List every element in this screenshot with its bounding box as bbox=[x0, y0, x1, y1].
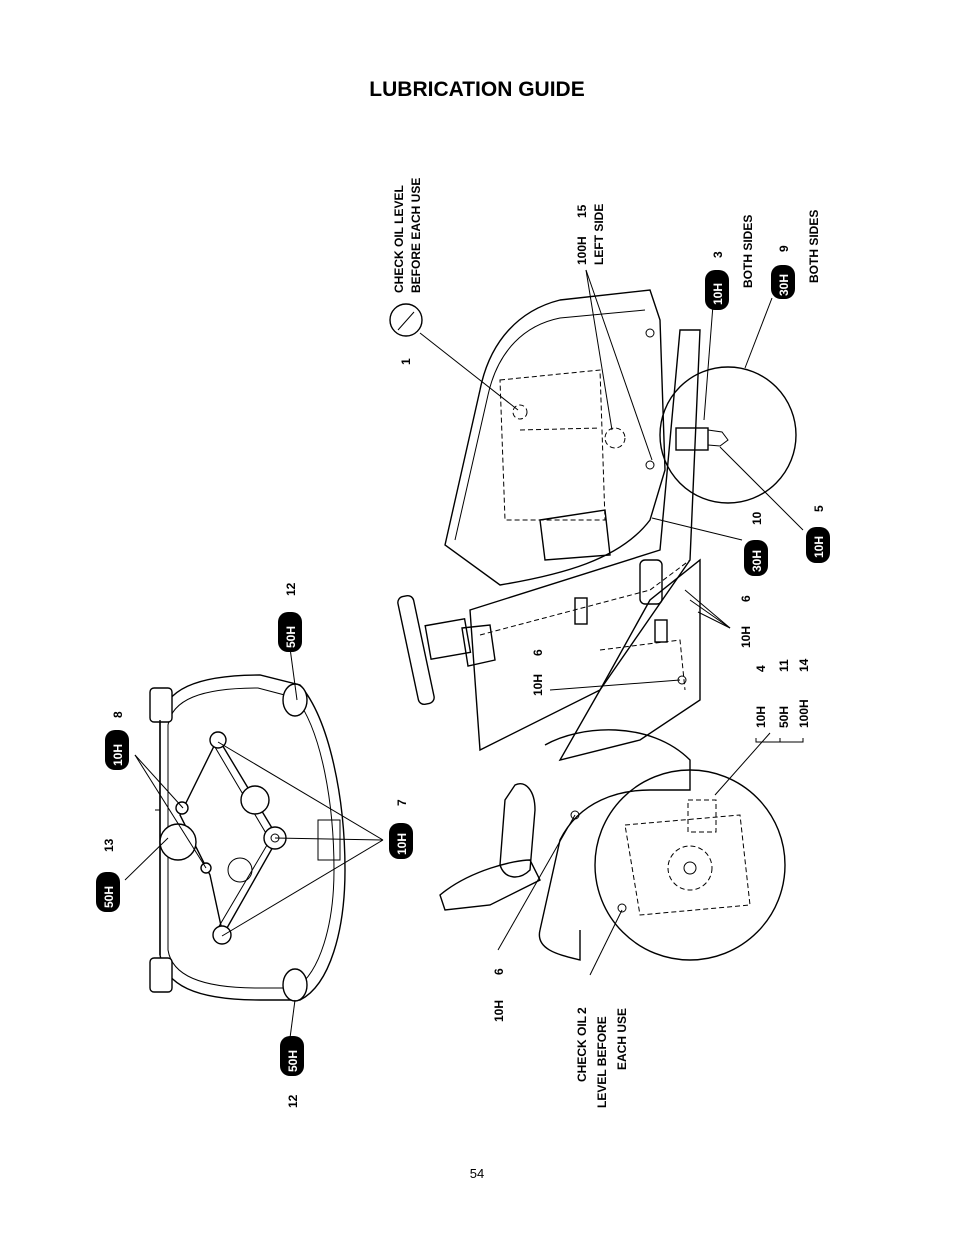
callout-3-interval: 10H bbox=[711, 283, 725, 305]
grease-interval-badge bbox=[806, 527, 830, 563]
callout-2-label-line2: LEVEL BEFORE bbox=[595, 1016, 609, 1108]
callout-14-interval: 100H bbox=[797, 699, 811, 728]
callout-group-4-11-14: 10H 4 50H 11 100H 14 bbox=[754, 658, 811, 728]
grease-interval-badge bbox=[280, 1036, 304, 1076]
callout-6-frame-interval: 10H bbox=[739, 626, 753, 648]
callout-6-steering: 10H 6 bbox=[531, 649, 545, 696]
callout-12-bottom-interval: 50H bbox=[286, 1050, 300, 1072]
callout-15: 100H 15 LEFT SIDE bbox=[575, 204, 606, 265]
callout-1-label-line2: BEFORE EACH USE bbox=[409, 178, 423, 293]
callout-7: 10H 7 bbox=[389, 799, 413, 859]
callout-6-steering-number: 6 bbox=[531, 649, 545, 656]
callout-5: 10H 5 bbox=[806, 505, 830, 563]
callout-9-interval: 30H bbox=[777, 274, 791, 296]
callout-6-frame-number: 6 bbox=[739, 595, 753, 602]
grease-interval-badge bbox=[705, 270, 729, 310]
callout-15-number: 15 bbox=[575, 204, 589, 218]
callout-14-number: 14 bbox=[797, 658, 811, 672]
callout-9-note: BOTH SIDES bbox=[807, 210, 821, 283]
callout-1-label-line1: CHECK OIL LEVEL bbox=[392, 185, 406, 293]
callout-9-number: 9 bbox=[777, 245, 791, 252]
callout-11-number: 11 bbox=[777, 659, 791, 672]
callout-7-interval: 10H bbox=[395, 833, 409, 855]
callout-6-seat-interval: 10H bbox=[492, 1000, 506, 1022]
callout-1: 1 CHECK OIL LEVEL BEFORE EACH USE bbox=[389, 178, 423, 365]
callout-12-top: 50H 12 bbox=[278, 582, 302, 652]
callout-12-top-number: 12 bbox=[284, 582, 298, 596]
callout-4-interval: 10H bbox=[754, 706, 768, 728]
callout-12-top-interval: 50H bbox=[284, 626, 298, 648]
oil-dipstick-icon bbox=[389, 303, 423, 337]
callout-12-bottom-number: 12 bbox=[286, 1094, 300, 1108]
tractor-drawing bbox=[397, 289, 797, 961]
page-number: 54 bbox=[469, 1166, 485, 1181]
grease-interval-badge bbox=[744, 540, 768, 576]
callout-5-number: 5 bbox=[812, 505, 826, 512]
grease-interval-badge bbox=[278, 612, 302, 652]
callout-9: 30H 9 BOTH SIDES bbox=[771, 210, 821, 299]
callout-7-number: 7 bbox=[395, 799, 409, 806]
grease-interval-badge bbox=[389, 823, 413, 859]
grease-interval-badge bbox=[105, 730, 129, 770]
callout-13: 50H 13 bbox=[96, 838, 120, 912]
callout-1-number: 1 bbox=[399, 358, 413, 365]
callout-2-number: 2 bbox=[575, 1007, 589, 1014]
callout-2-label-line1: CHECK OIL bbox=[575, 1016, 589, 1082]
callout-10: 30H 10 bbox=[744, 511, 768, 576]
callout-5-interval: 10H bbox=[812, 536, 826, 558]
callout-15-interval: 100H bbox=[575, 236, 589, 265]
callout-3-number: 3 bbox=[711, 251, 725, 258]
callout-13-interval: 50H bbox=[102, 886, 116, 908]
callout-15-note: LEFT SIDE bbox=[592, 204, 606, 265]
callout-2: 2 CHECK OIL LEVEL BEFORE EACH USE bbox=[575, 1007, 629, 1108]
callout-11-interval: 50H bbox=[777, 706, 791, 728]
callout-3-note: BOTH SIDES bbox=[741, 215, 755, 288]
callout-10-interval: 30H bbox=[750, 550, 764, 572]
callout-4-number: 4 bbox=[754, 665, 768, 672]
callout-8: 10H 8 bbox=[105, 711, 129, 770]
callout-6-seat-number: 6 bbox=[492, 968, 506, 975]
callout-2-label-line3: EACH USE bbox=[615, 1008, 629, 1070]
mower-deck-drawing bbox=[149, 674, 346, 1002]
callout-13-number: 13 bbox=[102, 838, 116, 852]
callout-8-interval: 10H bbox=[111, 744, 125, 766]
leader-lines bbox=[124, 269, 804, 1039]
callout-6-seat: 10H 6 bbox=[492, 968, 506, 1022]
callout-10-number: 10 bbox=[750, 511, 764, 525]
callout-6-frame: 10H 6 bbox=[739, 595, 753, 648]
callout-6-steering-interval: 10H bbox=[531, 674, 545, 696]
grease-interval-badge bbox=[771, 265, 795, 299]
callout-12-bottom: 50H 12 bbox=[280, 1036, 304, 1108]
grease-interval-badge bbox=[96, 872, 120, 912]
callout-3: 10H 3 BOTH SIDES bbox=[705, 215, 755, 310]
page-title: LUBRICATION GUIDE bbox=[369, 78, 585, 101]
callout-8-number: 8 bbox=[111, 711, 125, 718]
